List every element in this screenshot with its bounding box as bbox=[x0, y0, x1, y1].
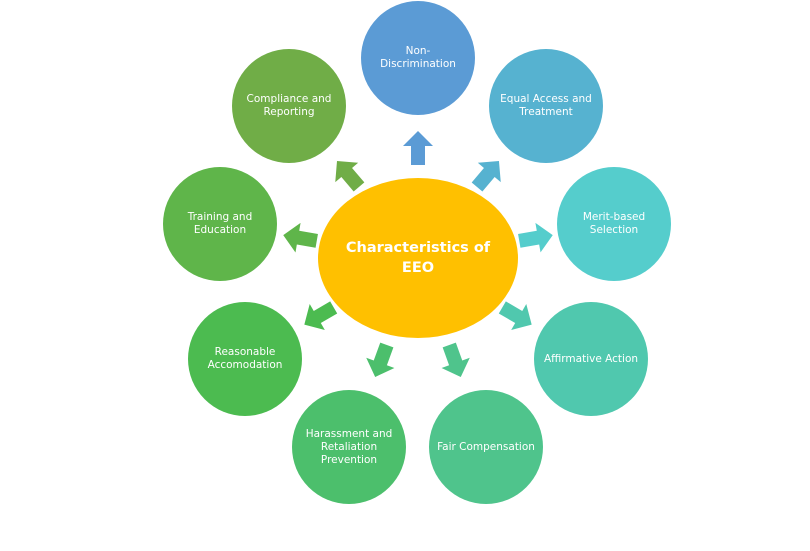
item-circle: Affirmative Action bbox=[534, 302, 648, 416]
item-circle: Reasonable Accomodation bbox=[188, 302, 302, 416]
item-label: Merit-based Selection bbox=[582, 211, 646, 236]
item-label: Training and Education bbox=[187, 211, 253, 236]
item-label: Non- Discrimination bbox=[380, 45, 456, 70]
arrow-icon bbox=[403, 131, 433, 165]
item-label: Harassment and Retaliation Prevention bbox=[305, 427, 393, 466]
item-label: Reasonable Accomodation bbox=[207, 346, 283, 371]
arrow-icon bbox=[366, 342, 395, 377]
arrow-icon bbox=[498, 301, 532, 330]
item-circle: Equal Access and Treatment bbox=[489, 49, 603, 163]
item-circle: Non- Discrimination bbox=[361, 1, 475, 115]
item-circle: Merit-based Selection bbox=[557, 167, 671, 281]
item-circle: Fair Compensation bbox=[429, 390, 543, 504]
arrow-icon bbox=[471, 160, 501, 192]
arrow-icon bbox=[335, 161, 365, 192]
arrow-icon bbox=[304, 301, 338, 330]
item-circle: Training and Education bbox=[163, 167, 277, 281]
item-circle: Harassment and Retaliation Prevention bbox=[292, 390, 406, 504]
arrow-icon bbox=[518, 222, 553, 253]
item-label: Equal Access and Treatment bbox=[500, 93, 592, 118]
item-circle: Compliance and Reporting bbox=[232, 49, 346, 163]
item-label: Compliance and Reporting bbox=[246, 93, 332, 118]
arrow-icon bbox=[283, 222, 318, 253]
center-ellipse: Characteristics of EEO bbox=[318, 178, 518, 338]
item-label: Affirmative Action bbox=[543, 352, 639, 365]
item-label: Fair Compensation bbox=[437, 440, 535, 453]
center-title: Characteristics of EEO bbox=[345, 240, 491, 276]
arrow-icon bbox=[441, 342, 470, 377]
